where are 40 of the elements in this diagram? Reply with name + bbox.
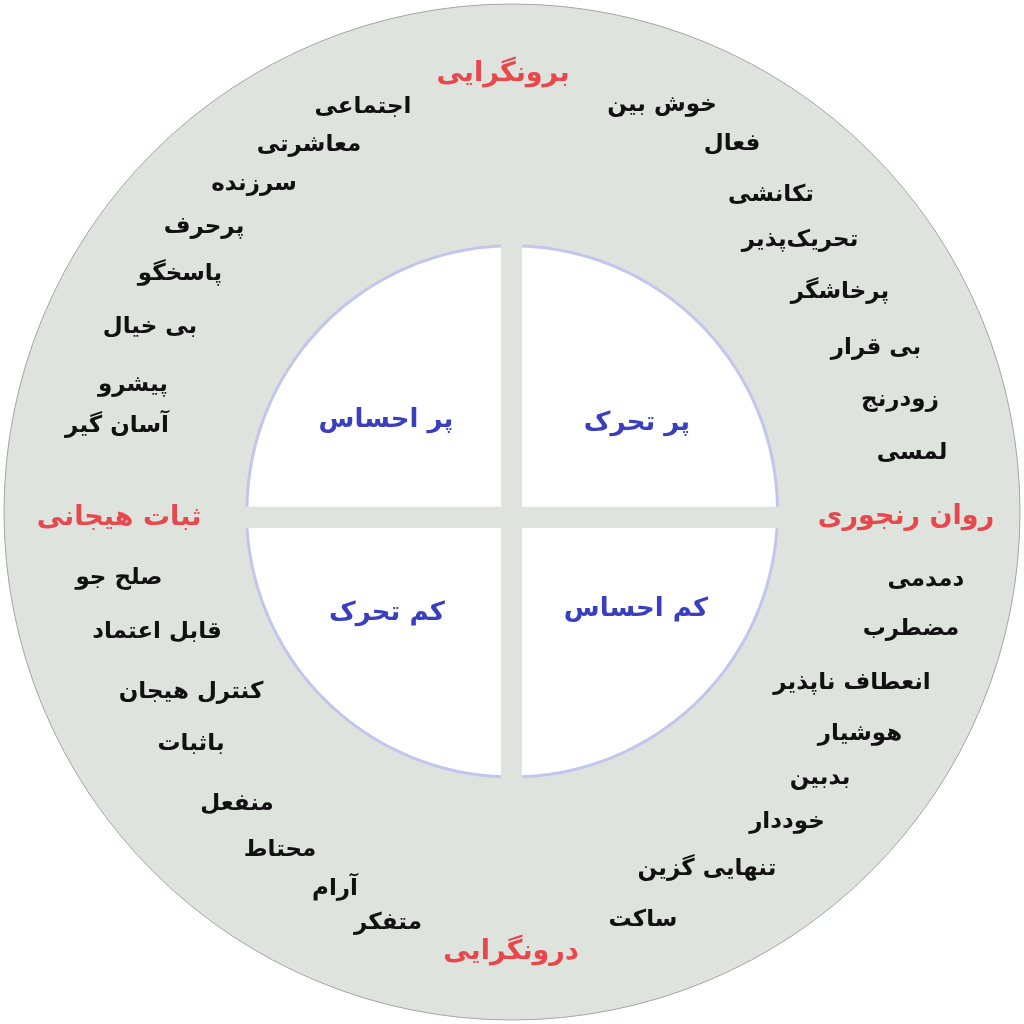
category-heading: درونگرایی xyxy=(443,933,579,967)
trait-word: اجتماعی xyxy=(314,90,412,120)
trait-word: سرزنده xyxy=(211,167,297,197)
trait-word: لمسی xyxy=(876,436,948,466)
trait-word: متفکر xyxy=(354,906,422,936)
quadrant-title: پر احساس xyxy=(318,401,454,435)
quadrant-title: کم احساس xyxy=(563,590,709,624)
trait-word: قابل اعتماد xyxy=(92,615,222,645)
category-heading: روان رنجوری xyxy=(817,498,995,532)
trait-word: خوش بین xyxy=(607,88,717,118)
trait-word: باثبات xyxy=(157,727,225,757)
trait-word: پاسخگو xyxy=(137,257,223,287)
quadrant-segment xyxy=(244,244,501,507)
trait-word: آسان گیر xyxy=(65,409,169,439)
trait-word: معاشرتی xyxy=(256,128,362,158)
trait-word: هوشیار xyxy=(817,717,903,747)
trait-word: منفعل xyxy=(200,787,274,817)
trait-word: خوددار xyxy=(749,805,825,835)
trait-word: تکانشی xyxy=(728,178,814,208)
trait-word: فعال xyxy=(703,127,761,157)
trait-word: انعطاف ناپذیر xyxy=(773,666,931,696)
trait-word: تحریک‌پذیر xyxy=(741,223,859,253)
trait-word: محتاط xyxy=(243,833,317,863)
trait-word: مضطرب xyxy=(862,612,960,642)
category-heading: ثبات هیجانی xyxy=(36,499,202,533)
trait-word: صلح جو xyxy=(75,561,163,591)
trait-word: بی قرار xyxy=(830,331,922,361)
trait-word: بی خیال xyxy=(102,310,198,340)
quadrant-title: کم تحرک xyxy=(329,594,445,628)
category-heading: برونگرایی xyxy=(436,55,570,89)
trait-word: زودرنج xyxy=(861,383,939,413)
trait-word: آرام xyxy=(312,872,358,902)
trait-word: کنترل هیجان xyxy=(118,675,264,705)
trait-word: پرحرف xyxy=(163,210,245,240)
trait-word: تنهایی گزین xyxy=(637,852,777,882)
trait-word: پیشرو xyxy=(98,368,168,398)
quadrant-title: پر تحرک xyxy=(583,404,691,438)
trait-word: بدبین xyxy=(789,761,851,791)
trait-word: ساکت xyxy=(608,903,678,933)
trait-word: دمدمی xyxy=(887,563,965,593)
